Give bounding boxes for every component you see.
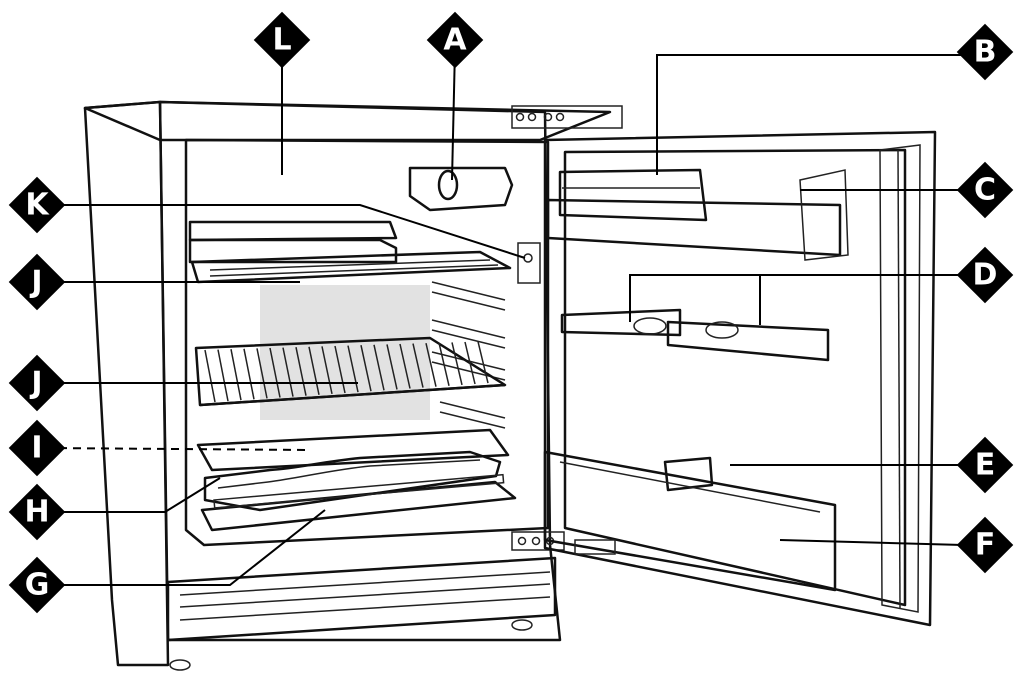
callout-b-label: B xyxy=(974,35,997,70)
wire-shelf-bar xyxy=(412,343,424,388)
callout-b: B xyxy=(956,23,1014,81)
callout-e-label: E xyxy=(975,448,996,483)
wire-shelf-bar xyxy=(217,349,229,402)
callout-k: K xyxy=(8,176,66,234)
wire-shelf-bar xyxy=(321,346,333,395)
callout-d-label: D xyxy=(973,258,998,293)
wire-shelf-bar xyxy=(243,348,255,400)
wire-shelf-bar xyxy=(295,347,307,396)
leader-lines xyxy=(44,47,964,586)
callout-i-label: I xyxy=(31,431,42,466)
callout-f: F xyxy=(956,516,1014,574)
wire-shelf-bar xyxy=(204,349,216,403)
fridge-door xyxy=(543,130,937,627)
callout-e: E xyxy=(956,436,1014,494)
callout-j-lower: J xyxy=(8,354,66,412)
callout-g: G xyxy=(8,556,66,614)
callout-f-label: F xyxy=(975,528,996,563)
wire-shelf-bar xyxy=(438,342,450,386)
wire-shelf-bar xyxy=(360,345,372,392)
callout-j-upper-label: J xyxy=(29,265,42,300)
wire-shelf-bar xyxy=(347,345,359,393)
wire-shelf-bar xyxy=(230,349,242,401)
callout-l: L xyxy=(253,11,311,69)
callout-c-label: C xyxy=(974,173,996,208)
wire-shelf-bar xyxy=(451,342,463,386)
fridge-cabinet xyxy=(83,100,623,671)
callout-l-label: L xyxy=(272,23,291,58)
callout-k-label: K xyxy=(25,188,50,223)
callout-c: C xyxy=(956,161,1014,219)
callout-a: A xyxy=(426,11,484,69)
wire-shelf-bar xyxy=(425,343,437,387)
interior-fittings xyxy=(188,220,517,532)
wire-shelf-bar xyxy=(399,343,411,389)
callout-j-lower-label: J xyxy=(29,366,42,401)
callout-g-label: G xyxy=(25,568,50,603)
callout-h-label: H xyxy=(24,495,49,530)
callout-h: H xyxy=(8,483,66,541)
callout-d: D xyxy=(956,246,1014,304)
wire-shelf-bar xyxy=(308,346,320,395)
wire-shelf-bar xyxy=(269,347,281,398)
wire-shelf-bar xyxy=(334,345,346,394)
wire-shelf-bar xyxy=(386,344,398,390)
wire-shelf-bar xyxy=(373,344,385,391)
callout-a-label: A xyxy=(443,23,467,58)
wire-shelf-bar xyxy=(256,348,268,399)
wire-shelf-bar xyxy=(477,341,489,384)
callout-j-upper: J xyxy=(8,253,66,311)
callout-i: I xyxy=(8,419,66,477)
wire-shelf-bar xyxy=(282,347,294,397)
wire-shelf-bar xyxy=(464,341,476,385)
